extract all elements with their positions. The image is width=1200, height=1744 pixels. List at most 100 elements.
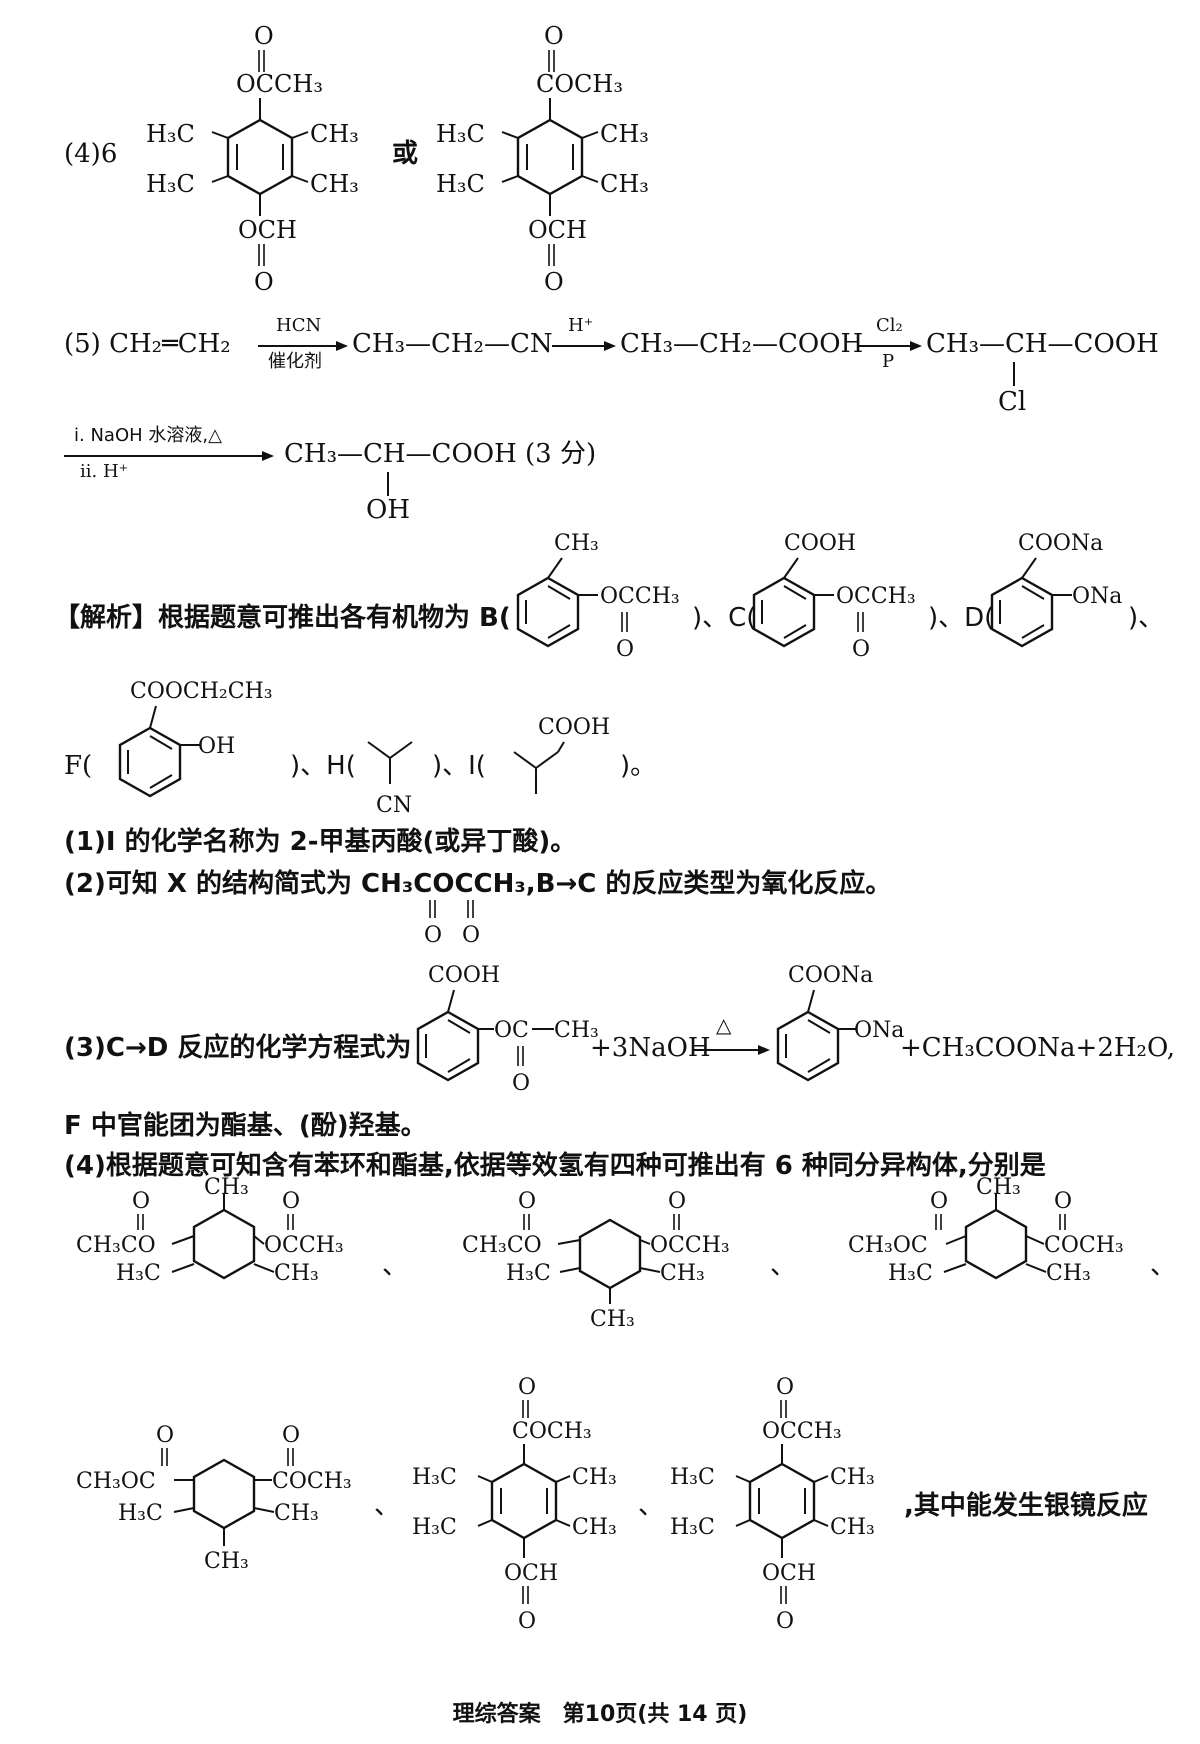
analysis-sep-i: )、I( bbox=[432, 751, 486, 781]
synth-r1-above: HCN bbox=[276, 315, 322, 336]
svg-text:O: O bbox=[776, 1375, 794, 1400]
isomer-1: CH₃ O CH₃CO O OCCH₃ H₃C CH₃ bbox=[76, 1175, 344, 1286]
svg-text:CH₃: CH₃ bbox=[830, 1515, 875, 1540]
svg-text:O: O bbox=[544, 22, 564, 50]
svg-text:OCCH₃: OCCH₃ bbox=[264, 1233, 344, 1258]
equation-heat: △ bbox=[716, 1013, 732, 1037]
isomer-3: CH₃ O CH₃OC O COCH₃ H₃C CH₃ bbox=[848, 1175, 1124, 1286]
svg-text:O: O bbox=[156, 1423, 174, 1448]
answer-2: (2)可知 X 的结构简式为 CH₃COCCH₃,B→C 的反应类型为氧化反应。 bbox=[64, 869, 892, 899]
o-label: O bbox=[254, 22, 274, 50]
isomer-sep-5: 、 bbox=[638, 1491, 665, 1521]
isomer-sep-3: 、 bbox=[1150, 1251, 1177, 1281]
svg-text:CH₃: CH₃ bbox=[204, 1175, 249, 1200]
answer-4: (4)根据题意可知含有苯环和酯基,依据等效氢有四种可推出有 6 种同分异构体,分… bbox=[64, 1151, 1046, 1181]
arrow-1 bbox=[258, 341, 348, 351]
oh-bond bbox=[387, 472, 389, 496]
svg-text:COOH: COOH bbox=[538, 715, 610, 740]
structure-i: COOH bbox=[513, 715, 610, 794]
structure-b: CH₃ OCCH₃ O bbox=[516, 531, 680, 662]
svg-text:CH₃OC: CH₃OC bbox=[848, 1233, 928, 1258]
synth-r3-below: P bbox=[882, 351, 895, 372]
isomer-sep-2: 、 bbox=[770, 1251, 797, 1281]
svg-text:H₃C: H₃C bbox=[670, 1465, 715, 1490]
svg-text:OCH: OCH bbox=[504, 1561, 558, 1586]
svg-text:O: O bbox=[930, 1189, 948, 1214]
svg-text:O: O bbox=[282, 1189, 300, 1214]
equation-naoh: +3NaOH bbox=[590, 1033, 711, 1063]
svg-text:CH₃: CH₃ bbox=[976, 1175, 1021, 1200]
synth-p4: CH₃—CH—COOH (3 分) bbox=[284, 439, 597, 469]
svg-text:CH₃: CH₃ bbox=[310, 170, 359, 198]
synth-oh: OH bbox=[366, 495, 410, 525]
svg-text:COCH₃: COCH₃ bbox=[512, 1419, 592, 1444]
svg-text:O: O bbox=[424, 923, 442, 948]
svg-text:COOH: COOH bbox=[428, 963, 500, 988]
svg-text:O: O bbox=[544, 268, 564, 296]
isomer-4: O CH₃OC O COCH₃ H₃C CH₃ CH₃ bbox=[76, 1423, 352, 1574]
arrow-3 bbox=[858, 341, 922, 351]
svg-text:COONa: COONa bbox=[1018, 531, 1103, 556]
svg-text:OCCH₃: OCCH₃ bbox=[762, 1419, 842, 1444]
isomer-2: O CH₃CO O OCCH₃ H₃C CH₃ CH₃ bbox=[462, 1189, 730, 1332]
arrow-4 bbox=[64, 451, 274, 461]
svg-text:O: O bbox=[518, 1375, 536, 1400]
svg-text:O: O bbox=[462, 923, 480, 948]
svg-text:CH₃: CH₃ bbox=[572, 1465, 617, 1490]
svg-text:CH₃: CH₃ bbox=[204, 1549, 249, 1574]
svg-text:CH₃: CH₃ bbox=[660, 1261, 705, 1286]
svg-text:O: O bbox=[494, 1018, 512, 1043]
cl-bond bbox=[1013, 362, 1015, 386]
ococh3-label: OCCH₃ bbox=[236, 70, 323, 98]
synth-r3-above: Cl₂ bbox=[876, 315, 903, 336]
analysis-end-d: )、 bbox=[1128, 603, 1165, 633]
isomer-6: O OCCH₃ H₃C H₃C CH₃ CH₃ OCH O bbox=[670, 1375, 875, 1634]
structure-d: COONa ONa bbox=[990, 531, 1122, 648]
svg-text:CH₃OC: CH₃OC bbox=[76, 1469, 156, 1494]
svg-text:ONa: ONa bbox=[1072, 584, 1122, 609]
svg-text:H₃C: H₃C bbox=[412, 1465, 457, 1490]
equation-products: +CH₃COONa+2H₂O, bbox=[900, 1033, 1176, 1063]
equation-d-structure: COONa ONa bbox=[776, 963, 904, 1082]
svg-text:CH₃: CH₃ bbox=[590, 1307, 635, 1332]
part4-label: (4)6 bbox=[64, 139, 118, 169]
svg-text:CH₃: CH₃ bbox=[600, 170, 649, 198]
synth-cl: Cl bbox=[998, 387, 1027, 417]
equation-c-structure: COOH O C CH₃ O bbox=[416, 963, 599, 1096]
svg-text:OCCH₃: OCCH₃ bbox=[836, 584, 916, 609]
svg-text:O: O bbox=[616, 637, 634, 662]
svg-text:CH₃: CH₃ bbox=[274, 1501, 319, 1526]
synth-r4-above: ⅰ. NaOH 水溶液,△ bbox=[74, 425, 222, 446]
svg-text:COONa: COONa bbox=[788, 963, 873, 988]
svg-text:CH₃CO: CH₃CO bbox=[462, 1233, 542, 1258]
svg-text:C: C bbox=[512, 1018, 529, 1043]
synth-r1-below: 催化剂 bbox=[268, 351, 322, 372]
svg-text:OCH: OCH bbox=[762, 1561, 816, 1586]
svg-text:CH₃: CH₃ bbox=[600, 120, 649, 148]
synth-r4-below: ⅱ. H⁺ bbox=[80, 461, 129, 482]
svg-text:O: O bbox=[1054, 1189, 1072, 1214]
equation-arrow bbox=[694, 1045, 770, 1055]
svg-text:COCH₃: COCH₃ bbox=[272, 1469, 352, 1494]
synth-p2: CH₃—CH₂—COOH bbox=[620, 329, 864, 359]
synth-r2-above: H⁺ bbox=[568, 315, 594, 336]
structure-formate-ester-a: O OCCH₃ H₃C H₃C CH₃ CH₃ OCH O bbox=[146, 22, 359, 296]
svg-text:COOCH₂CH₃: COOCH₂CH₃ bbox=[130, 679, 273, 704]
analysis-sep-d: )、D( bbox=[928, 603, 995, 633]
svg-text:ONa: ONa bbox=[854, 1018, 904, 1043]
svg-text:H₃C: H₃C bbox=[116, 1261, 161, 1286]
svg-text:O: O bbox=[282, 1423, 300, 1448]
svg-text:CH₃: CH₃ bbox=[830, 1465, 875, 1490]
analysis-sep-c: )、C( bbox=[692, 603, 757, 633]
synth-start: (5) CH₂═CH₂ bbox=[64, 329, 231, 359]
svg-text:O: O bbox=[852, 637, 870, 662]
or-word: 或 bbox=[392, 139, 419, 169]
svg-text:OCH: OCH bbox=[238, 216, 297, 244]
isomer-5: O COCH₃ H₃C H₃C CH₃ CH₃ OCH O bbox=[412, 1375, 617, 1634]
svg-text:CH₃: CH₃ bbox=[572, 1515, 617, 1540]
svg-text:CH₃: CH₃ bbox=[310, 120, 359, 148]
svg-text:OCCH₃: OCCH₃ bbox=[650, 1233, 730, 1258]
svg-text:O: O bbox=[776, 1609, 794, 1634]
isomer-sep-4: 、 bbox=[374, 1491, 401, 1521]
svg-text:H₃C: H₃C bbox=[118, 1501, 163, 1526]
